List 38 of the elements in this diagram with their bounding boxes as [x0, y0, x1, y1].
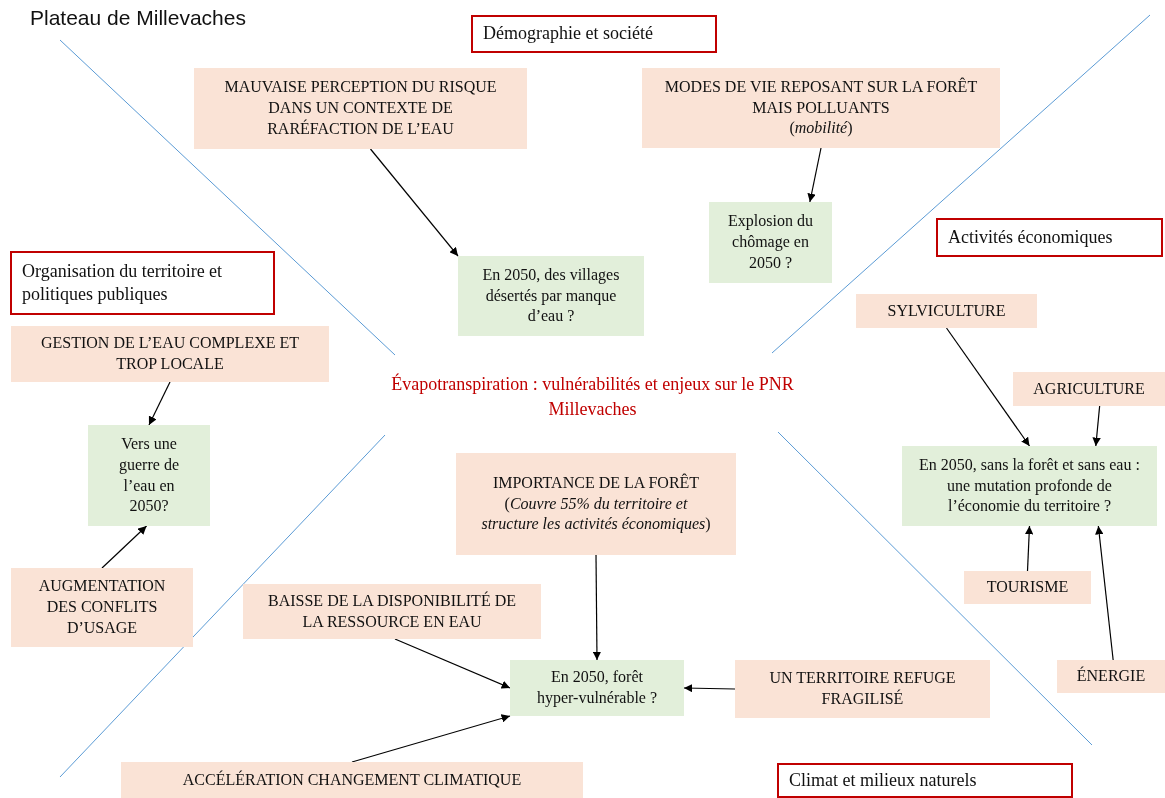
arrow: [1095, 525, 1114, 661]
factor-box: AGRICULTURE: [1013, 372, 1165, 406]
theme-box: Organisation du territoire et politiques publiques: [10, 251, 275, 315]
arrow: [1024, 525, 1034, 572]
factor-box: AUGMENTATION DES CONFLITS D’USAGE: [11, 568, 193, 647]
factor-box: ÉNERGIE: [1057, 660, 1165, 693]
arrow: [351, 714, 511, 763]
outcome-box: Explosion du chômage en 2050 ?: [709, 202, 832, 283]
factor-box: GESTION DE L’EAU COMPLEXE ET TROP LOCALE: [11, 326, 329, 382]
box-heading: IMPORTANCE DE LA FORÊT: [492, 472, 700, 493]
central-heading: Évapotranspiration : vulnérabilités et enjeux sur le PNR Millevaches: [390, 372, 795, 422]
arrow: [369, 148, 459, 257]
theme-box: Démographie et société: [471, 15, 717, 53]
factor-box: BAISSE DE LA DISPONIBILITÉ DE LA RESSOURCE EN EAU: [243, 584, 541, 639]
arrow: [945, 327, 1031, 447]
diagram-title: Plateau de Millevaches: [30, 6, 246, 30]
box-note: (mobilité): [789, 118, 853, 139]
factor-box: TOURISME: [964, 571, 1091, 604]
arrow: [592, 554, 602, 661]
outcome-box: En 2050, des villages désertés par manque d’eau ?: [458, 256, 644, 336]
arrow: [101, 525, 148, 569]
arrow: [807, 147, 822, 203]
arrow: [683, 683, 736, 693]
factor-box: MAUVAISE PERCEPTION DU RISQUE DANS UN CONTEXTE DE RARÉFACTION DE L’EAU: [194, 68, 527, 149]
outcome-box: En 2050, sans la forêt et sans eau : une mutation profonde de l’économie du territoire ?: [902, 446, 1157, 526]
factor-box: [456, 453, 736, 555]
outcome-box: En 2050, forêt hyper-vulnérable ?: [510, 660, 684, 716]
factor-box: ACCÉLÉRATION CHANGEMENT CLIMATIQUE: [121, 762, 583, 798]
arrow: [394, 638, 511, 689]
box-note: (Couvre 55% du territoire et structure les activités économiques): [480, 493, 712, 535]
outcome-box: Vers une guerre de l’eau en 2050?: [88, 425, 210, 526]
arrow: [1092, 405, 1101, 447]
arrow: [148, 381, 171, 426]
theme-box: Climat et milieux naturels: [777, 763, 1073, 798]
factor-box: UN TERRITOIRE REFUGE FRAGILISÉ: [735, 660, 990, 718]
factor-box: [642, 68, 1000, 148]
factor-box: SYLVICULTURE: [856, 294, 1037, 328]
theme-box: Activités économiques: [936, 218, 1163, 257]
